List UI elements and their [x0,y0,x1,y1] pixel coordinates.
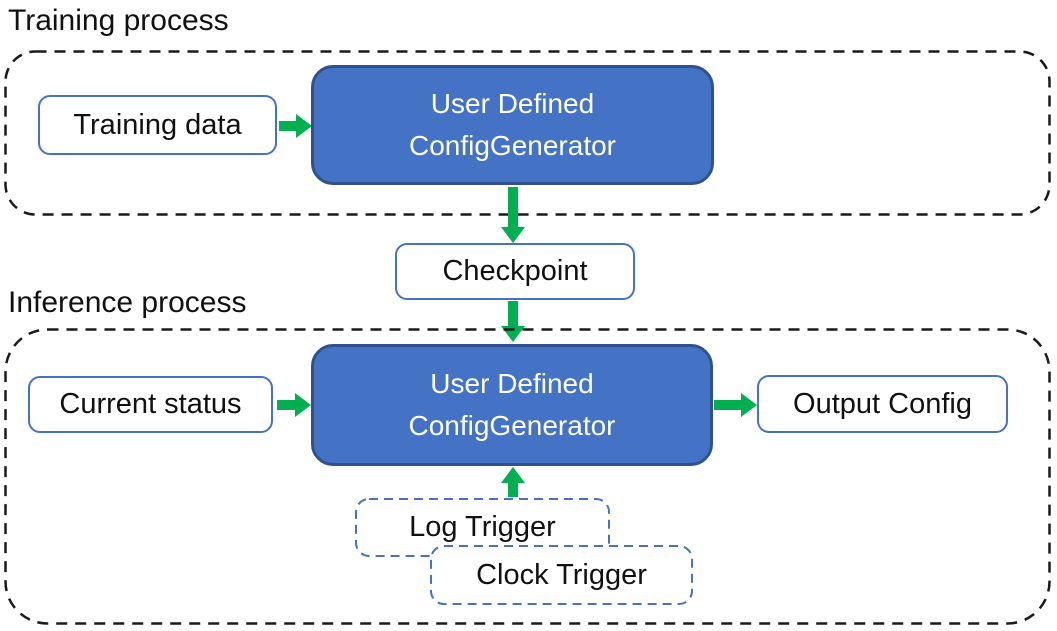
training-container-border [4,50,1051,216]
current-status-label: Current status [59,388,242,420]
arrow-triggers-to-generator [501,467,525,497]
checkpoint-label: Checkpoint [442,255,588,287]
training-process-title: Training process [8,4,229,37]
arrow-generator-to-checkpoint [501,187,525,243]
config-generator-training-line2: ConfigGenerator [408,130,616,161]
clock-trigger-border [430,545,693,605]
config-generator-training-box: User Defined ConfigGenerator [311,65,714,185]
training-data-label: Training data [73,108,242,141]
arrow-checkpoint-to-generator [501,301,525,342]
current-status-box: Current status [28,376,273,433]
inference-container-border [4,328,1051,625]
clock-trigger-label: Clock Trigger [476,558,647,591]
arrow-training-data-to-generator [279,114,312,138]
log-trigger-label: Log Trigger [409,511,556,543]
config-generator-inference-line1: User Defined [430,368,594,399]
arrow-generator-to-output [714,393,757,417]
config-generator-inference-line2: ConfigGenerator [408,410,616,441]
config-generator-training-line1: User Defined [430,88,595,119]
clock-trigger-box: Clock Trigger [430,545,693,605]
output-config-box: Output Config [757,375,1008,433]
training-data-box: Training data [38,95,277,155]
checkpoint-box: Checkpoint [395,243,635,300]
inference-process-title: Inference process [8,286,247,319]
output-config-label: Output Config [793,387,972,420]
config-generator-inference-box: User Defined ConfigGenerator [311,344,713,466]
arrow-current-status-to-generator [277,393,311,417]
